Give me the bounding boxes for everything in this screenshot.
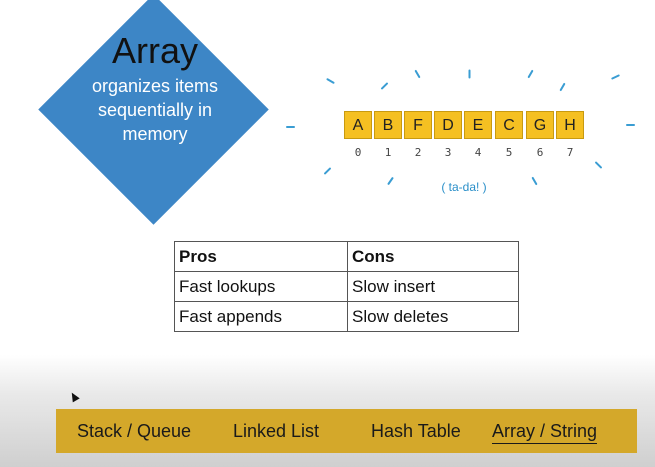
sparkle-dash [468,69,471,79]
cons-header: Cons [347,241,519,272]
pros-cons-table: Pros Cons Fast lookups Slow insert Fast … [174,241,519,332]
array-cell: G [526,111,554,139]
sparkle-dash [326,77,335,85]
subtitle-line: memory [122,124,188,144]
topic-nav-bar: Stack / Queue Linked List Hash Table Arr… [56,409,637,453]
array-index: 5 [505,146,513,159]
array-cell: C [495,111,523,139]
table-header-row: Pros Cons [174,241,519,272]
nav-item-array-string[interactable]: Array / String [492,421,598,444]
nav-item-stack-queue[interactable]: Stack / Queue [77,421,192,441]
array-cell: B [374,111,402,139]
nav-item-hash-table[interactable]: Hash Table [371,421,461,441]
array-index: 6 [536,146,544,159]
subtitle-line: sequentially in [97,100,213,120]
slide-title: Array [111,30,198,71]
array-cell: H [556,111,584,139]
array-index: 2 [414,146,422,159]
con-cell: Slow deletes [347,301,519,332]
sparkle-dash [380,82,389,90]
array-cell: A [344,111,372,139]
array-index: 0 [354,146,362,159]
table-row: Fast appends Slow deletes [174,301,519,332]
sparkle-dash [610,74,621,80]
pro-cell: Fast appends [174,301,348,332]
pro-cell: Fast lookups [174,271,348,302]
nav-item-linked-list[interactable]: Linked List [233,421,320,441]
array-cell: F [404,111,432,139]
con-cell: Slow insert [347,271,519,302]
table-row: Fast lookups Slow insert [174,271,519,302]
array-cell: D [434,111,462,139]
sparkle-dash [626,124,635,126]
pros-header: Pros [174,241,348,272]
subtitle-line: organizes items [91,76,219,96]
array-index: 4 [474,146,482,159]
sparkle-dash [594,161,603,169]
array-index: 7 [566,146,574,159]
slide-subtitle: organizes items sequentially in memory [60,74,250,146]
array-index: 1 [384,146,392,159]
sparkle-dash [559,82,566,92]
array-index: 3 [444,146,452,159]
sparkle-dash [387,176,394,186]
array-cell: E [464,111,492,139]
tada-caption: ( ta-da! ) [441,180,487,194]
sparkle-dash [527,69,534,79]
sparkle-dash [531,176,538,186]
sparkle-dash [414,69,421,79]
sparkle-dash [286,126,295,128]
sparkle-dash [323,167,332,175]
